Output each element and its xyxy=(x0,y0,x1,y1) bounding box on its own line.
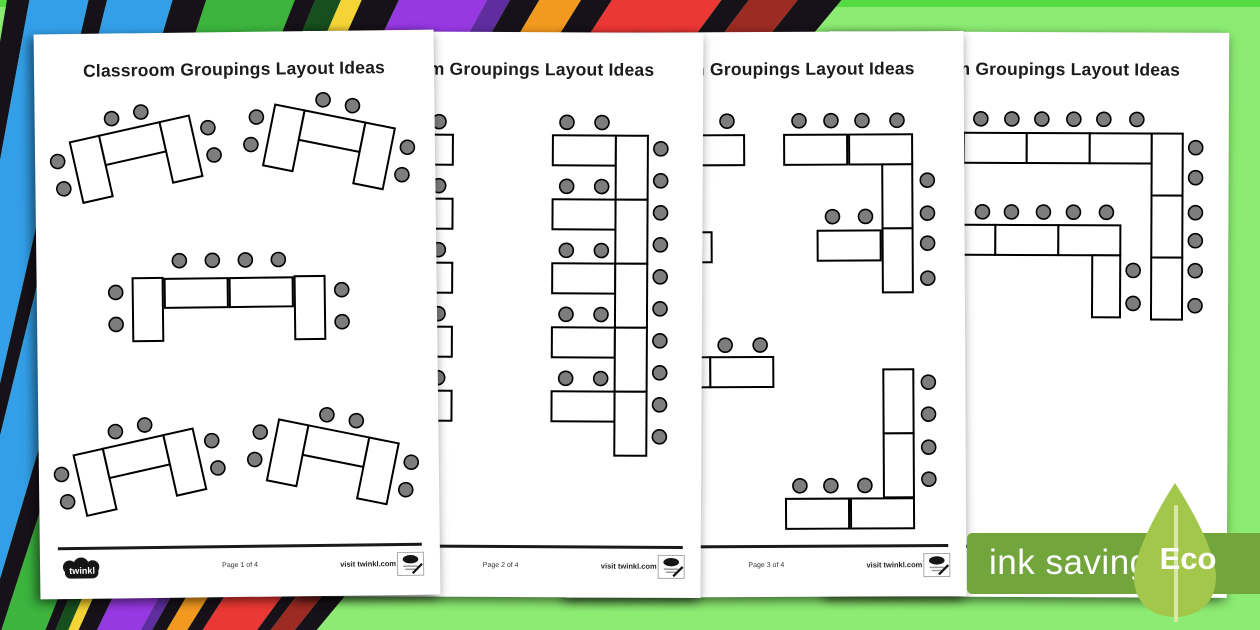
desk-diagram xyxy=(49,91,420,518)
worksheet-page-1: Classroom Groupings Layout Ideas twinkl … xyxy=(33,29,441,600)
ink-saving-banner: ink saving Eco xyxy=(967,483,1260,622)
eco-leaf-icon xyxy=(1134,483,1216,622)
pencil-icon xyxy=(411,562,423,575)
pencil-icon xyxy=(938,564,950,576)
footer-visit-link[interactable]: visit twinkl.com xyxy=(866,560,923,570)
page-footer: twinkl Page 1 of 4 visit twinkl.com xyxy=(40,542,441,600)
twinkl-quality-badge xyxy=(923,553,951,578)
eco-label: Eco xyxy=(1159,541,1217,576)
pencil-icon xyxy=(672,566,684,578)
ink-saving-label: ink saving xyxy=(989,542,1150,582)
twinkl-logo: twinkl xyxy=(62,557,100,579)
footer-visit-link[interactable]: visit twinkl.com xyxy=(600,561,657,571)
twinkl-quality-badge xyxy=(396,551,425,577)
svg-text:twinkl: twinkl xyxy=(69,566,95,576)
twinkl-quality-badge xyxy=(657,554,685,579)
footer-visit-link[interactable]: visit twinkl.com xyxy=(340,559,397,569)
